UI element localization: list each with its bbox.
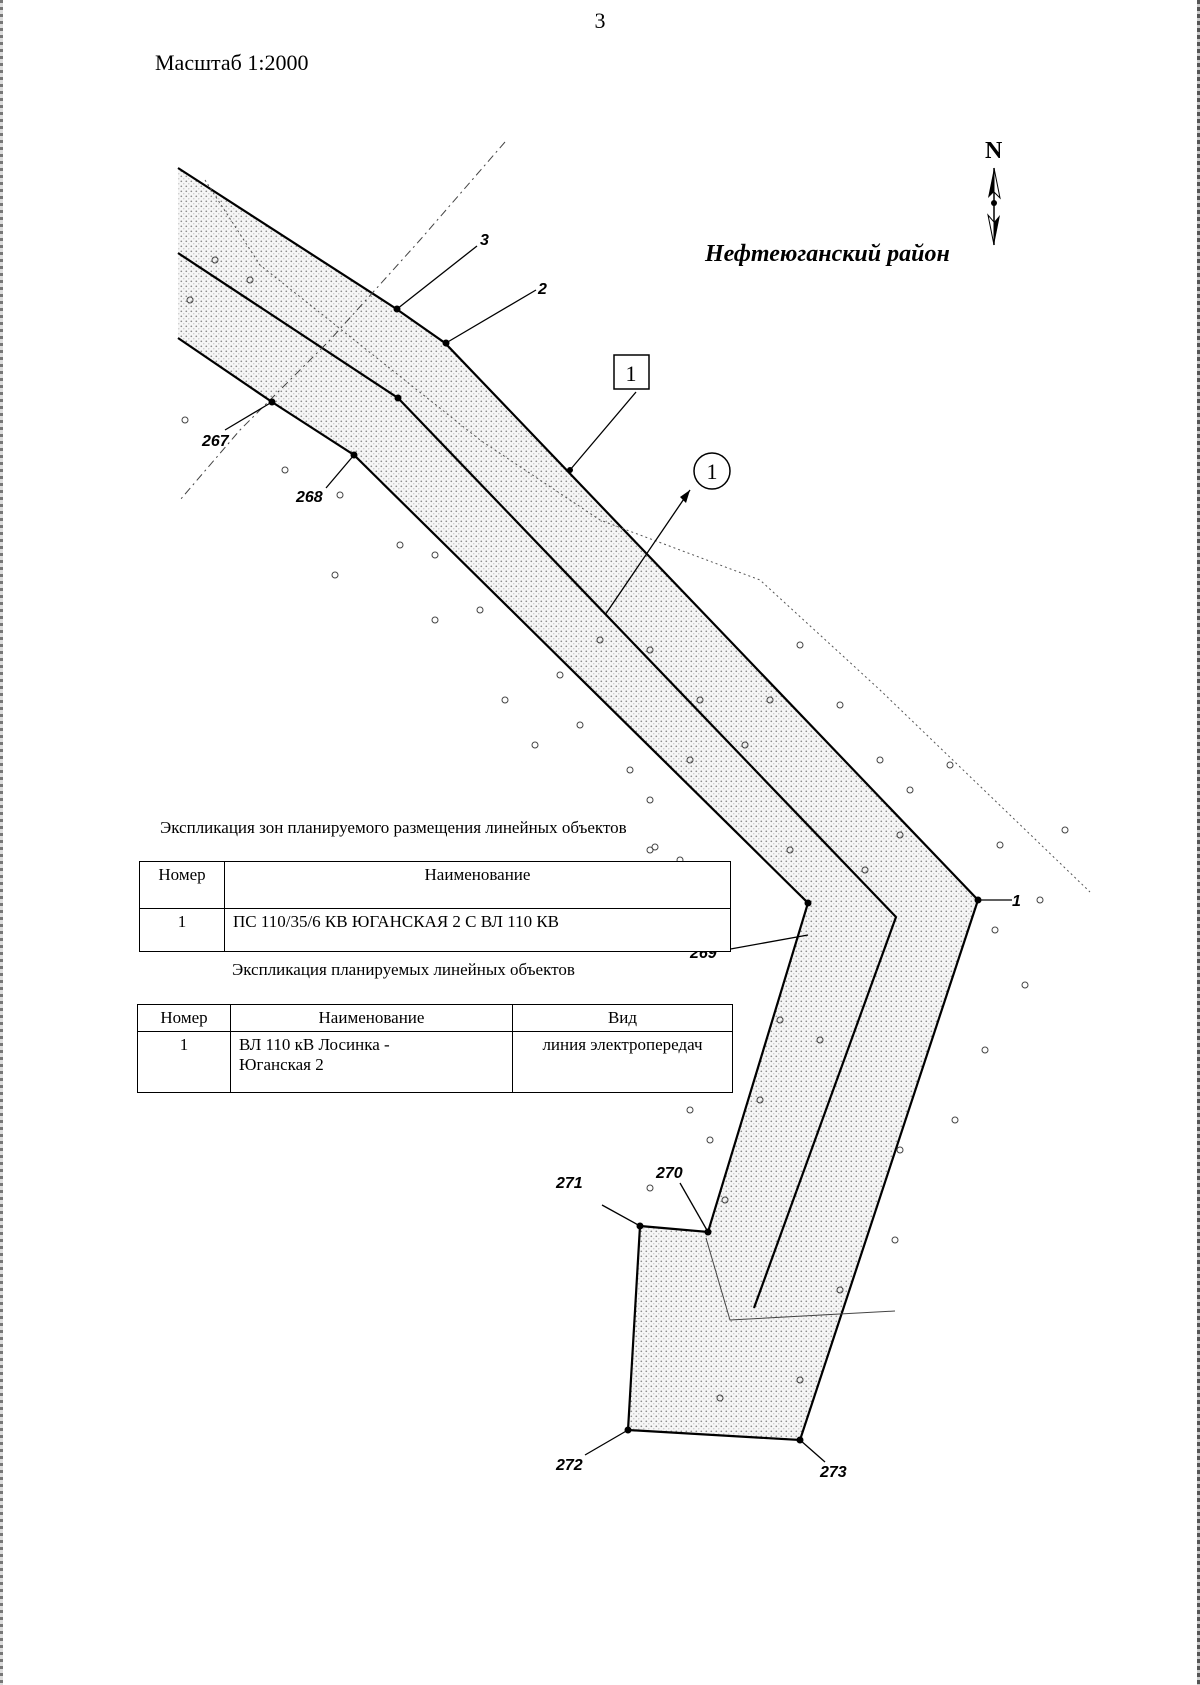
objects-row-number: 1 bbox=[137, 1031, 231, 1093]
objects-table-header-row: Номер Наименование Вид bbox=[137, 1004, 733, 1032]
point-leaders bbox=[224, 245, 1012, 1463]
zones-header-name: Наименование bbox=[224, 861, 731, 909]
object-callout-arrow bbox=[680, 490, 690, 503]
north-label: N bbox=[985, 138, 1003, 164]
zone-boundary-upper bbox=[177, 167, 980, 1442]
district-label: Нефтеюганский район bbox=[705, 241, 950, 267]
power-line-axis bbox=[177, 252, 898, 1309]
zones-table-caption: Экспликация зон планируемого размещения … bbox=[160, 818, 627, 837]
objects-header-number: Номер bbox=[137, 1004, 231, 1032]
objects-table: Номер Наименование Вид 1 ВЛ 110 кВ Лосин… bbox=[137, 1004, 733, 1093]
point-label-273: 273 bbox=[819, 1464, 847, 1481]
zone-callout-leader bbox=[569, 391, 637, 471]
point-label-1: 1 bbox=[1012, 893, 1021, 910]
point-label-272: 272 bbox=[555, 1457, 583, 1474]
scan-edge-right bbox=[1197, 0, 1200, 1685]
bottom-thin-line bbox=[705, 1237, 896, 1321]
scan-edge-left bbox=[0, 0, 3, 1685]
north-arrow-icon bbox=[987, 167, 1001, 246]
object-callout-circle bbox=[693, 452, 731, 490]
point-label-268: 268 bbox=[295, 489, 323, 506]
page-number: 3 bbox=[594, 8, 606, 33]
point-label-271: 271 bbox=[555, 1175, 583, 1192]
zones-header-number: Номер bbox=[139, 861, 225, 909]
zone-callout-label: 1 bbox=[626, 361, 637, 386]
objects-row-name: ВЛ 110 кВ Лосинка - Юганская 2 bbox=[230, 1031, 513, 1093]
point-label-2: 2 bbox=[537, 281, 547, 298]
zones-table-header-row: Номер Наименование bbox=[139, 861, 731, 909]
object-callout-leader bbox=[604, 489, 691, 616]
table-row: 1 ПС 110/35/6 КВ ЮГАНСКАЯ 2 С ВЛ 110 КВ bbox=[139, 908, 731, 952]
objects-row-name-line2: Юганская 2 bbox=[239, 1055, 324, 1074]
scale-label: Масштаб 1:2000 bbox=[155, 50, 309, 75]
zones-table: Номер Наименование 1 ПС 110/35/6 КВ ЮГАН… bbox=[139, 861, 731, 952]
crossing-line-dashdot bbox=[179, 141, 506, 501]
placement-zone-area bbox=[178, 168, 978, 1440]
point-label-3: 3 bbox=[480, 232, 489, 249]
objects-row-type: линия электропередач bbox=[512, 1031, 733, 1093]
point-label-270: 270 bbox=[655, 1165, 683, 1182]
point-label-267: 267 bbox=[201, 433, 230, 450]
objects-table-caption: Экспликация планируемых линейных объекто… bbox=[232, 960, 575, 979]
objects-header-type: Вид bbox=[512, 1004, 733, 1032]
object-callout-label: 1 bbox=[707, 459, 718, 484]
zones-row-number: 1 bbox=[139, 908, 225, 952]
zone-callout-box bbox=[613, 354, 650, 390]
existing-line-dotted bbox=[204, 179, 1091, 893]
terrain-markers bbox=[181, 256, 1069, 1402]
objects-row-name-line1: ВЛ 110 кВ Лосинка - bbox=[239, 1035, 390, 1054]
objects-header-name: Наименование bbox=[230, 1004, 513, 1032]
table-row: 1 ВЛ 110 кВ Лосинка - Юганская 2 линия э… bbox=[137, 1031, 733, 1093]
zones-row-name: ПС 110/35/6 КВ ЮГАНСКАЯ 2 С ВЛ 110 КВ bbox=[224, 908, 731, 952]
